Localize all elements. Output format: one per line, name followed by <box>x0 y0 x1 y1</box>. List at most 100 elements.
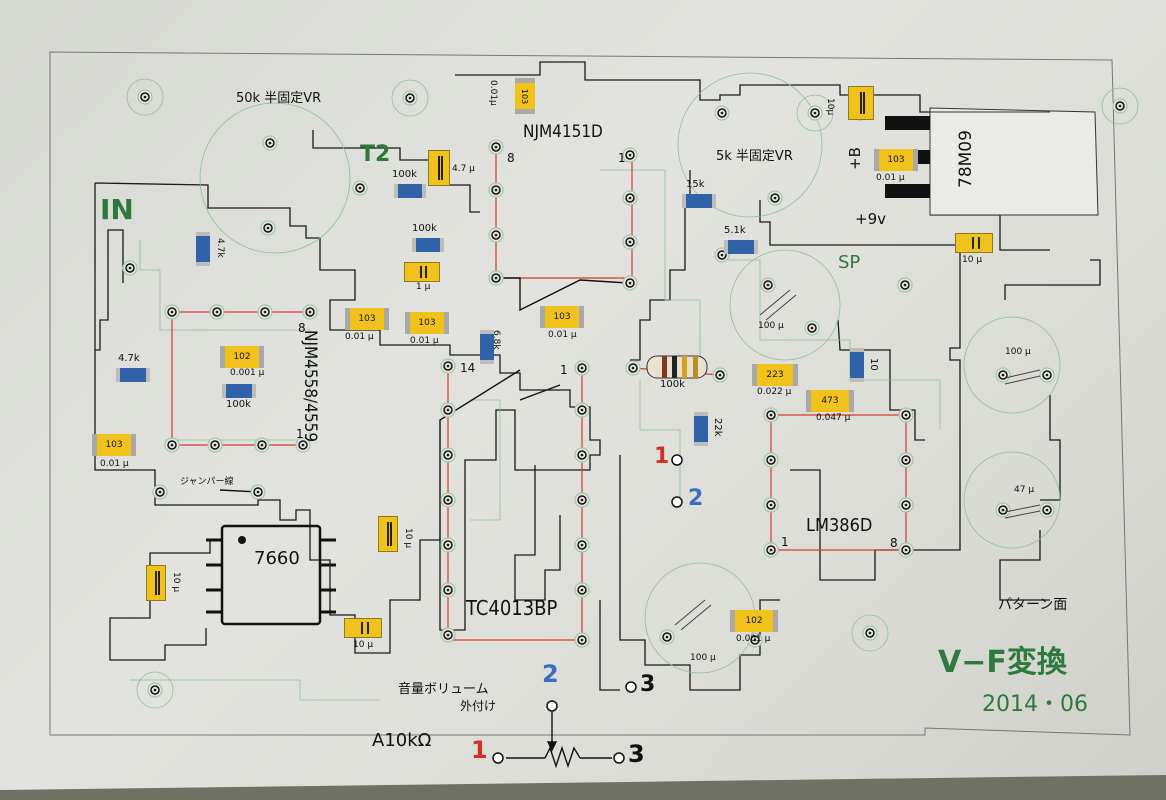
solder-pad-ring <box>443 495 453 505</box>
cap-1u-value: 1 μ <box>416 282 431 292</box>
solder-pad-hole <box>1001 373 1005 377</box>
cap-10u-7660b-value: 10 μ <box>353 640 374 650</box>
solder-pad-hole <box>580 366 584 370</box>
cap-103-left-value: 0.01 μ <box>100 459 129 469</box>
solder-pad-hole <box>810 326 814 330</box>
cap-102-bottom-code: 102 <box>745 616 763 626</box>
solder-pad-hole <box>446 364 450 368</box>
solder-pad-ring <box>140 92 150 102</box>
solder-pad-hole <box>904 413 908 417</box>
cap-103-a-value: 0.01 μ <box>345 332 374 342</box>
solder-pad-ring <box>998 370 1008 380</box>
solder-pad-hole <box>1045 373 1049 377</box>
solder-pad-hole <box>128 266 132 270</box>
solder-pad-ring <box>443 630 453 640</box>
njm4151-pin8: 8 <box>507 151 515 165</box>
solder-pad-hole <box>904 503 908 507</box>
cap-103-regulator: 103 <box>874 149 918 171</box>
cap-103-b-code: 103 <box>418 318 436 328</box>
solder-pad-hole <box>580 498 584 502</box>
cap-103-a-code: 103 <box>358 314 376 324</box>
solder-pad-ring <box>865 628 875 638</box>
cap-102-bottom: 102 <box>730 610 778 632</box>
solder-pad-hole <box>769 413 773 417</box>
solder-pad-hole <box>256 490 260 494</box>
solder-pad-ring <box>662 632 672 642</box>
cap-103-b: 103 <box>405 312 449 334</box>
res-100k-axial-value: 100k <box>660 379 685 390</box>
solder-pad-ring <box>1115 101 1125 111</box>
solder-pad-ring <box>577 450 587 460</box>
solder-pad-hole <box>446 633 450 637</box>
power-label: +B <box>846 147 864 170</box>
cap-100u-bottom-value: 100 μ <box>690 653 716 663</box>
solder-pad-hole <box>170 443 174 447</box>
solder-pad-ring <box>763 280 773 290</box>
cap-10u-7660a-value: 10 μ <box>171 572 181 593</box>
solder-pad-ring <box>625 278 635 288</box>
solder-pad-ring <box>766 455 776 465</box>
solder-pad-ring <box>443 405 453 415</box>
solder-pad-hole <box>446 588 450 592</box>
res-100k-t2 <box>394 184 426 198</box>
cap-102-bottom-value: 0.001 μ <box>736 634 771 644</box>
cap-223-value: 0.022 μ <box>757 387 792 397</box>
solder-pad-ring <box>355 183 365 193</box>
vr50k-label: 50k 半固定VR <box>236 91 322 106</box>
solder-pad-ring <box>750 635 760 645</box>
solder-pad-ring <box>167 307 177 317</box>
side-label: パターン面 <box>998 597 1068 613</box>
cap-103-c-value: 0.01 μ <box>548 330 577 340</box>
volume-label: 音量ボリューム <box>398 682 489 697</box>
solder-pad-ring <box>265 138 275 148</box>
solder-pad-ring <box>577 363 587 373</box>
solder-pad-hole <box>494 188 498 192</box>
solder-pad-ring <box>807 323 817 333</box>
cap-102-left-value: 0.001 μ <box>230 368 265 378</box>
solder-pad-hole <box>494 145 498 149</box>
solder-pad-ring <box>167 440 177 450</box>
solder-pad-hole <box>628 240 632 244</box>
solder-pad-ring <box>150 685 160 695</box>
solder-pad-ring <box>305 307 315 317</box>
res-22k <box>694 412 708 446</box>
solder-pad-ring <box>901 545 911 555</box>
solder-pad-hole <box>813 111 817 115</box>
board-outline <box>49 51 1131 736</box>
res-4-7k-in-value: 4.7k <box>215 238 225 258</box>
res-15k <box>682 194 716 208</box>
solder-pad-hole <box>153 688 157 692</box>
solder-pad-ring <box>577 540 587 550</box>
solder-pad-ring <box>577 495 587 505</box>
solder-pad-ring <box>253 487 263 497</box>
solder-pad-ring <box>260 307 270 317</box>
wires <box>219 277 629 769</box>
volume-terminal-3: 3 <box>628 740 645 768</box>
cap-10u-7660a <box>146 565 166 601</box>
solder-pad-hole <box>266 226 270 230</box>
solder-pad-hole <box>494 276 498 280</box>
regulator-label: 78M09 <box>956 130 976 188</box>
solder-pad-hole <box>720 111 724 115</box>
cap-10u-top-value: 10μ <box>825 98 835 116</box>
solder-pad-ring <box>625 193 635 203</box>
solder-pad-hole <box>631 366 635 370</box>
icl7660-label: 7660 <box>254 548 300 569</box>
solder-pad-ring <box>766 500 776 510</box>
cap-473-code: 473 <box>821 396 839 406</box>
solder-pad-hole <box>446 453 450 457</box>
solder-pad-hole <box>358 186 362 190</box>
solder-pad-ring <box>125 263 135 273</box>
solder-pad-hole <box>580 453 584 457</box>
solder-pad-hole <box>904 458 908 462</box>
solder-pad-ring <box>901 455 911 465</box>
res-4-7k-left <box>116 368 150 382</box>
solder-pad-hole <box>766 283 770 287</box>
cap-103-c-code: 103 <box>553 312 571 322</box>
solder-pad-ring <box>770 193 780 203</box>
silk-outlines <box>126 72 1139 709</box>
electrolytic-symbols <box>674 289 1041 631</box>
solder-pad-hole <box>260 443 264 447</box>
solder-pad-ring <box>491 273 501 283</box>
lm386-pin8: 8 <box>890 536 898 550</box>
